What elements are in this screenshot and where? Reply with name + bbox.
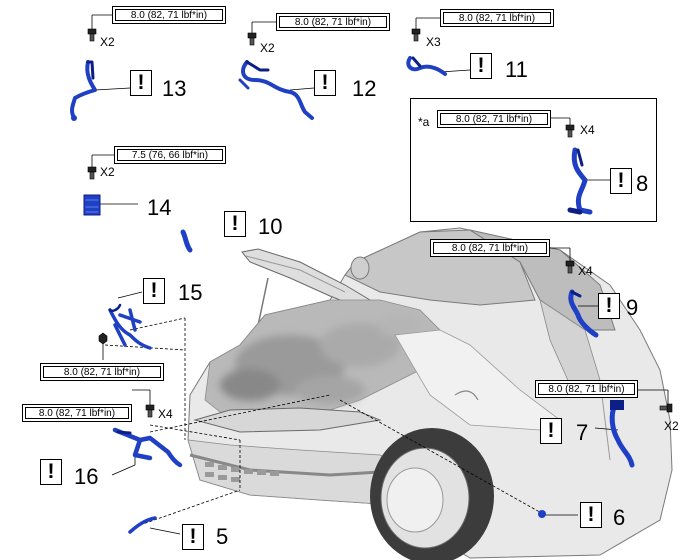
caution-icon: !	[540, 418, 562, 444]
torque-spec: 8.0 (82, 71 lbf*in)	[40, 363, 164, 381]
bolt-icons	[87, 28, 673, 418]
caution-icon: !	[610, 168, 632, 194]
torque-spec: 8.0 (82, 71 lbf*in)	[535, 380, 638, 398]
part-number: 15	[178, 280, 203, 305]
part-number: 12	[352, 76, 377, 101]
quantity-label: X3	[426, 35, 441, 49]
wire-harness-parts	[70, 56, 635, 534]
quantity-label: X4	[578, 264, 593, 278]
harness-13	[70, 60, 97, 121]
part-number: 16	[74, 464, 99, 489]
caution-icon: !	[182, 524, 204, 550]
part-number: 13	[162, 76, 187, 101]
caution-icon: !	[598, 293, 620, 319]
torque-spec: 8.0 (82, 71 lbf*in)	[22, 404, 132, 422]
harness-12	[238, 60, 314, 120]
harness-9	[568, 289, 599, 338]
vehicle-illustration	[187, 227, 673, 560]
part-number: 14	[147, 195, 172, 220]
caution-icon: !	[143, 278, 165, 304]
torque-spec: 8.0 (82, 71 lbf*in)	[440, 9, 554, 27]
caution-icon: !	[470, 53, 492, 79]
quantity-label: X4	[580, 123, 595, 137]
part-number: 11	[505, 57, 528, 82]
leader-lines	[91, 14, 669, 535]
harness-16	[112, 427, 183, 468]
harness-10	[180, 229, 193, 253]
quantity-label: X2	[260, 41, 275, 55]
caution-icon: !	[224, 211, 246, 237]
torque-spec: 7.5 (76, 66 lbf*in)	[114, 146, 226, 164]
detail-inset-8	[410, 98, 657, 222]
torque-spec: 8.0 (82, 71 lbf*in)	[430, 239, 550, 257]
part-number: 7	[576, 420, 589, 445]
torque-spec: 8.0 (82, 71 lbf*in)	[112, 6, 226, 24]
quantity-label: X2	[664, 419, 679, 433]
quantity-label: X4	[158, 407, 173, 421]
caution-icon: !	[580, 502, 602, 528]
part-number: 6	[613, 505, 626, 530]
part-number: 5	[216, 524, 229, 549]
quantity-label: X2	[100, 35, 115, 49]
caution-icon: !	[314, 70, 336, 96]
harness-15	[108, 303, 152, 350]
harness-14	[83, 194, 101, 216]
part-number: 10	[258, 214, 283, 239]
harness-8	[567, 147, 593, 215]
quantity-label: X2	[100, 165, 115, 179]
harness-11	[406, 56, 447, 76]
torque-spec: 8.0 (82, 71 lbf*in)	[276, 13, 390, 31]
part-number: 8	[636, 171, 649, 196]
part-number: 9	[626, 295, 639, 320]
torque-spec: 8.0 (82, 71 lbf*in)	[437, 110, 551, 128]
inset-label: *a	[418, 115, 430, 129]
harness-6	[538, 510, 546, 518]
caution-icon: !	[130, 70, 152, 96]
harness-5	[128, 516, 157, 534]
caution-icon: !	[40, 459, 62, 485]
harness-7	[609, 400, 635, 468]
